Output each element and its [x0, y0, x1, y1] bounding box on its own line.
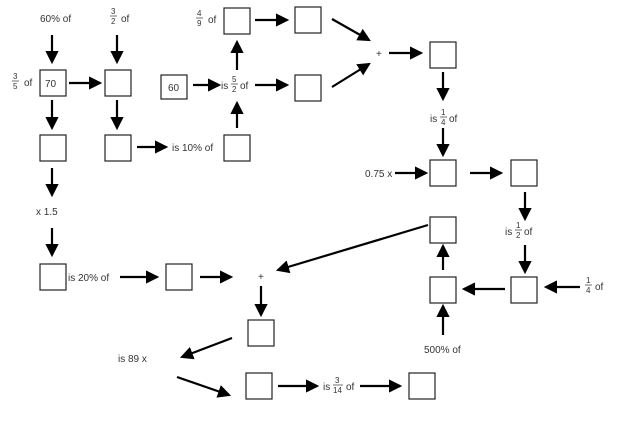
svg-text:14: 14 — [333, 386, 342, 395]
arrow — [179, 336, 233, 360]
label-60-percent-of: 60% of — [40, 14, 71, 25]
svg-text:1: 1 — [586, 276, 591, 285]
svg-text:5: 5 — [232, 75, 237, 84]
svg-text:4: 4 — [586, 286, 591, 295]
arrows — [45, 13, 580, 398]
label-is-1-4-of: is 1 4 of — [430, 108, 458, 127]
svg-text:of: of — [24, 78, 33, 89]
answer-box[interactable] — [223, 7, 251, 35]
svg-text:4: 4 — [441, 118, 446, 127]
svg-text:5: 5 — [13, 82, 18, 91]
plus-sign-bottom: + — [258, 272, 264, 283]
label-500-percent-of: 500% of — [424, 345, 461, 356]
arrow — [176, 375, 232, 398]
label-is-3-14-of: is 3 14 of — [323, 376, 355, 395]
svg-text:1: 1 — [441, 108, 446, 117]
svg-text:of: of — [524, 227, 533, 238]
svg-text:of: of — [449, 114, 458, 125]
answer-box[interactable] — [294, 6, 322, 34]
svg-text:2: 2 — [516, 231, 521, 240]
svg-text:of: of — [346, 382, 355, 393]
answer-box[interactable] — [429, 41, 457, 69]
plus-sign-top: + — [376, 49, 382, 60]
label-4-9-of: 4 9 of — [196, 9, 217, 28]
answer-box[interactable] — [223, 134, 251, 162]
label-times-1.5: x 1.5 — [36, 207, 58, 218]
answer-box[interactable] — [429, 216, 457, 244]
svg-text:1: 1 — [516, 221, 521, 230]
label-0.75-times: 0.75 x — [365, 169, 392, 180]
arrow — [331, 18, 371, 42]
svg-text:is: is — [430, 114, 437, 125]
arrow — [275, 223, 429, 274]
svg-text:is: is — [323, 382, 330, 393]
svg-text:4: 4 — [197, 9, 202, 18]
answer-box[interactable] — [510, 276, 538, 304]
answer-box[interactable] — [39, 134, 67, 162]
answer-box[interactable] — [165, 263, 193, 291]
label-is-10-percent-of: is 10% of — [172, 143, 213, 154]
answer-box[interactable] — [104, 134, 132, 162]
answer-box[interactable] — [408, 372, 436, 400]
svg-text:3: 3 — [335, 376, 340, 385]
answer-box[interactable] — [39, 69, 67, 97]
svg-text:of: of — [208, 15, 217, 26]
label-is-20-percent-of: is 20% of — [68, 273, 109, 284]
label-is-5-2-of: is 5 2 of — [221, 75, 249, 94]
label-is-89-times: is 89 x — [118, 354, 147, 365]
answer-box[interactable] — [429, 276, 457, 304]
answer-box[interactable] — [510, 159, 538, 187]
answer-box[interactable] — [39, 263, 67, 291]
answer-box[interactable] — [245, 372, 273, 400]
arrow — [331, 62, 371, 88]
start-value-70: 70 — [45, 79, 57, 90]
svg-text:is: is — [221, 81, 228, 92]
answer-boxes — [39, 6, 538, 400]
svg-text:of: of — [240, 81, 249, 92]
svg-text:is: is — [505, 227, 512, 238]
answer-box[interactable] — [104, 69, 132, 97]
value-60: 60 — [168, 83, 180, 94]
answer-box[interactable] — [160, 74, 188, 100]
svg-text:of: of — [121, 14, 130, 25]
label-is-1-2-of: is 1 2 of — [505, 221, 533, 240]
svg-text:2: 2 — [232, 85, 237, 94]
label-1-4-of: 1 4 of — [585, 276, 604, 295]
answer-box[interactable] — [247, 319, 275, 347]
svg-text:3: 3 — [111, 7, 116, 16]
svg-text:of: of — [595, 282, 604, 293]
label-3-2-of: 3 2 of — [110, 7, 130, 26]
answer-box[interactable] — [294, 74, 322, 102]
svg-text:9: 9 — [197, 19, 202, 28]
svg-text:3: 3 — [13, 72, 18, 81]
label-3-5-of: 3 5 of — [12, 72, 33, 91]
answer-box[interactable] — [429, 159, 457, 187]
svg-text:2: 2 — [111, 17, 116, 26]
